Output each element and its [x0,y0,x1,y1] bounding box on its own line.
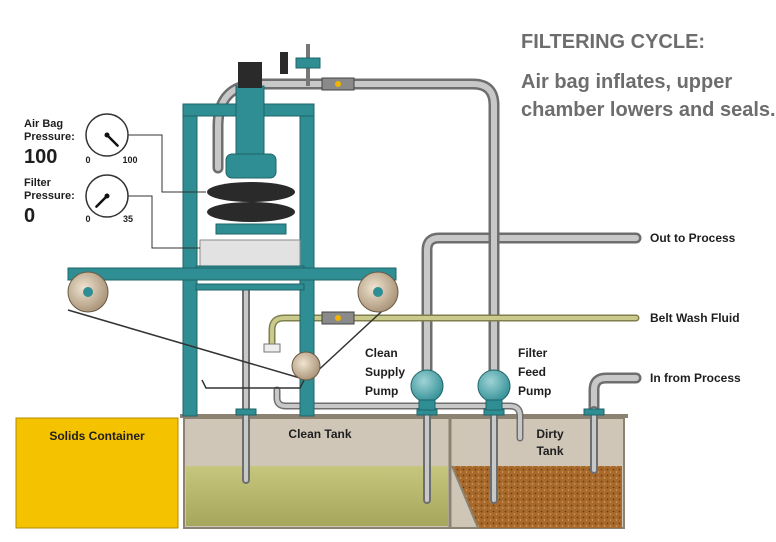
clean-supply-pump-label-1: Clean [365,346,398,360]
filter-gauge-line [128,195,200,249]
pump-base [485,399,503,411]
filter-pressure-gauge: Filter Pressure: 0 0 35 [24,174,200,249]
lower-chamber [195,283,305,291]
conveyor-bed [67,267,397,281]
filter-feed-pump [477,369,511,411]
belt-wash-pipe [270,316,638,347]
filter-feed-pump-label-1: Filter [518,346,548,360]
air-bag-pressure-value: 100 [24,146,57,168]
gauge-pivot [104,132,110,138]
clean-supply-pump [410,369,444,411]
press-cylinder [238,62,262,88]
air-bag-ring [207,182,295,202]
belt-lower-right [311,299,395,377]
clean-supply-pump-body [410,369,444,403]
clean-tank-liquid [186,466,448,526]
flange [235,408,257,416]
out-to-process-label: Out to Process [650,231,736,245]
valve-indicator [335,315,341,321]
in-from-process-label: In from Process [650,371,741,385]
filter-feed-pump-label-3: Pump [518,384,551,398]
roller-hub [373,287,383,297]
belt-wash-fluid-label: Belt Wash Fluid [650,311,740,325]
pump-base [418,399,436,411]
dirty-tank-sludge [452,466,622,528]
bottom-roller [291,351,321,381]
solids-container-label: Solids Container [49,429,145,443]
clean-supply-loop-pipe [275,388,522,440]
air-bag-label-line2: Pressure: [24,131,75,143]
air-bag-label-line1: Air Bag [24,118,63,130]
in-from-process-pipe [591,375,639,413]
air-valve-handle [280,52,288,74]
dirty-tank-slope [451,465,479,529]
diagram-subtitle-line1: Air bag inflates, upper [521,71,732,93]
air-bag-ring [207,202,295,222]
belt-sag [201,379,305,389]
flange [583,408,605,416]
air-bag [207,153,295,235]
air-bag-pressure-gauge: Air Bag Pressure: 100 0 100 [24,113,206,193]
air-bag-gauge-line [128,134,206,193]
clean-supply-pump-label-3: Pump [365,384,398,398]
press-column [235,85,265,157]
in-from-process-pipe-edge [588,372,642,416]
air-bag-base [215,223,287,235]
air-bag-gauge-max: 100 [122,155,137,165]
clean-tank-label: Clean Tank [288,427,351,441]
valve-indicator [335,81,341,87]
belt-lower-left [67,309,301,379]
filter-label-line2: Pressure: [24,190,75,202]
clean-supply-pump-label-2: Supply [365,365,405,379]
out-to-process-pipe [424,235,639,378]
spray-nozzle [263,343,281,353]
filter-pressure-value: 0 [24,205,35,227]
air-bag-plate [225,153,277,179]
filter-gauge-min: 0 [85,214,90,224]
frame-left-post [182,103,198,417]
dirty-tank-label-1: Dirty [536,427,564,441]
filter-gauge-max: 35 [123,214,133,224]
filter-belt [67,271,399,389]
air-valve-body [295,57,321,69]
tank-assembly [180,414,628,529]
filter-feed-pump-body [477,369,511,403]
diagram-subtitle-line2: chamber lowers and seals. [521,99,776,121]
filter-feed-pump-label-2: Feed [518,365,546,379]
diagram-title: FILTERING CYCLE: [521,31,705,53]
solids-container [15,417,179,529]
air-bag-gauge-min: 0 [85,155,90,165]
filter-frame [67,62,397,417]
roller-hub [83,287,93,297]
filter-label-line1: Filter [24,177,52,189]
upper-chamber [199,239,301,267]
gauge-pivot [104,193,110,199]
dirty-tank-label-2: Tank [536,444,563,458]
